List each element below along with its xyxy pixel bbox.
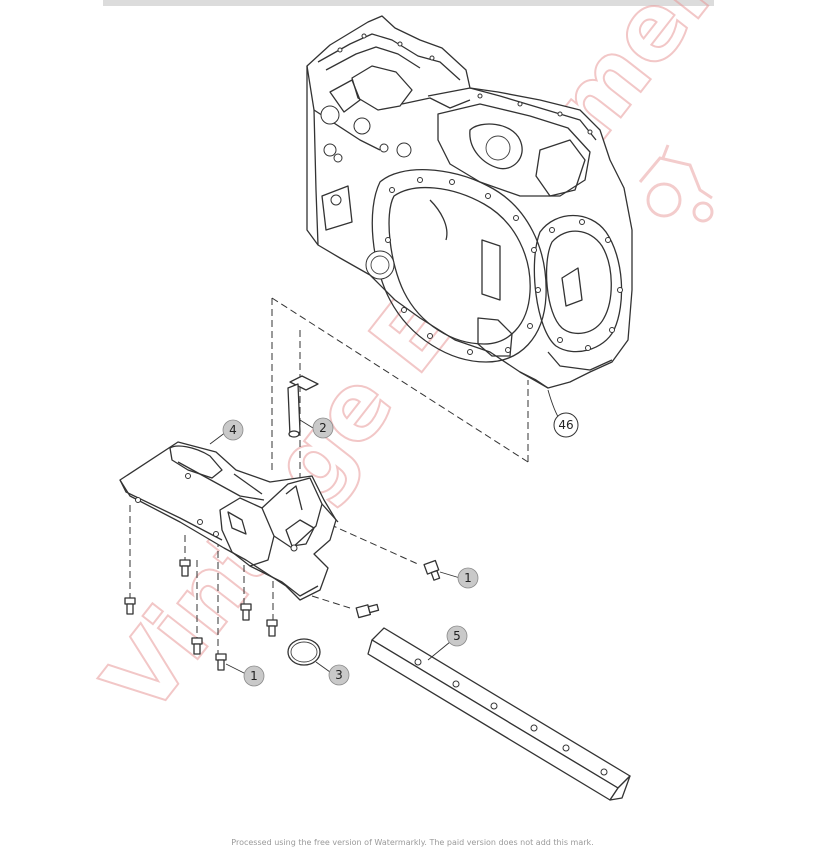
bolt xyxy=(124,597,136,615)
bolt xyxy=(179,559,191,577)
snap-ring-part xyxy=(287,638,321,666)
callout-3: 3 xyxy=(315,661,350,686)
callout-46: 46 xyxy=(547,389,579,438)
pin-part xyxy=(287,375,319,438)
callout-1-left: 1 xyxy=(225,663,265,687)
tractor-icon xyxy=(638,144,714,223)
callout-4: 4 xyxy=(209,419,244,445)
assembly-guide-lines xyxy=(129,297,529,655)
callout-1-left-label: 1 xyxy=(250,669,258,683)
drawbar-part xyxy=(367,627,631,801)
callout-46-label: 46 xyxy=(558,418,573,432)
bolt xyxy=(215,653,227,671)
callout-2-label: 2 xyxy=(319,421,327,435)
bolt xyxy=(191,637,203,655)
bolts-part xyxy=(124,559,441,671)
flange-bolts xyxy=(337,33,623,355)
callout-5-label: 5 xyxy=(453,629,461,643)
bolt xyxy=(355,603,380,619)
bolt xyxy=(240,603,252,621)
bolt xyxy=(266,619,278,637)
watermark-footer-note: Processed using the free version of Wate… xyxy=(231,838,594,847)
top-gray-bar xyxy=(103,0,714,6)
callout-1-right: 1 xyxy=(439,567,479,589)
callout-1-right-label: 1 xyxy=(464,571,472,585)
bolt xyxy=(423,559,441,581)
callout-2: 2 xyxy=(299,417,334,439)
drawbar-bracket xyxy=(119,441,339,601)
callout-5: 5 xyxy=(427,625,468,661)
callout-4-label: 4 xyxy=(229,423,237,437)
transmission-housing xyxy=(306,15,633,389)
callout-3-label: 3 xyxy=(335,668,343,682)
